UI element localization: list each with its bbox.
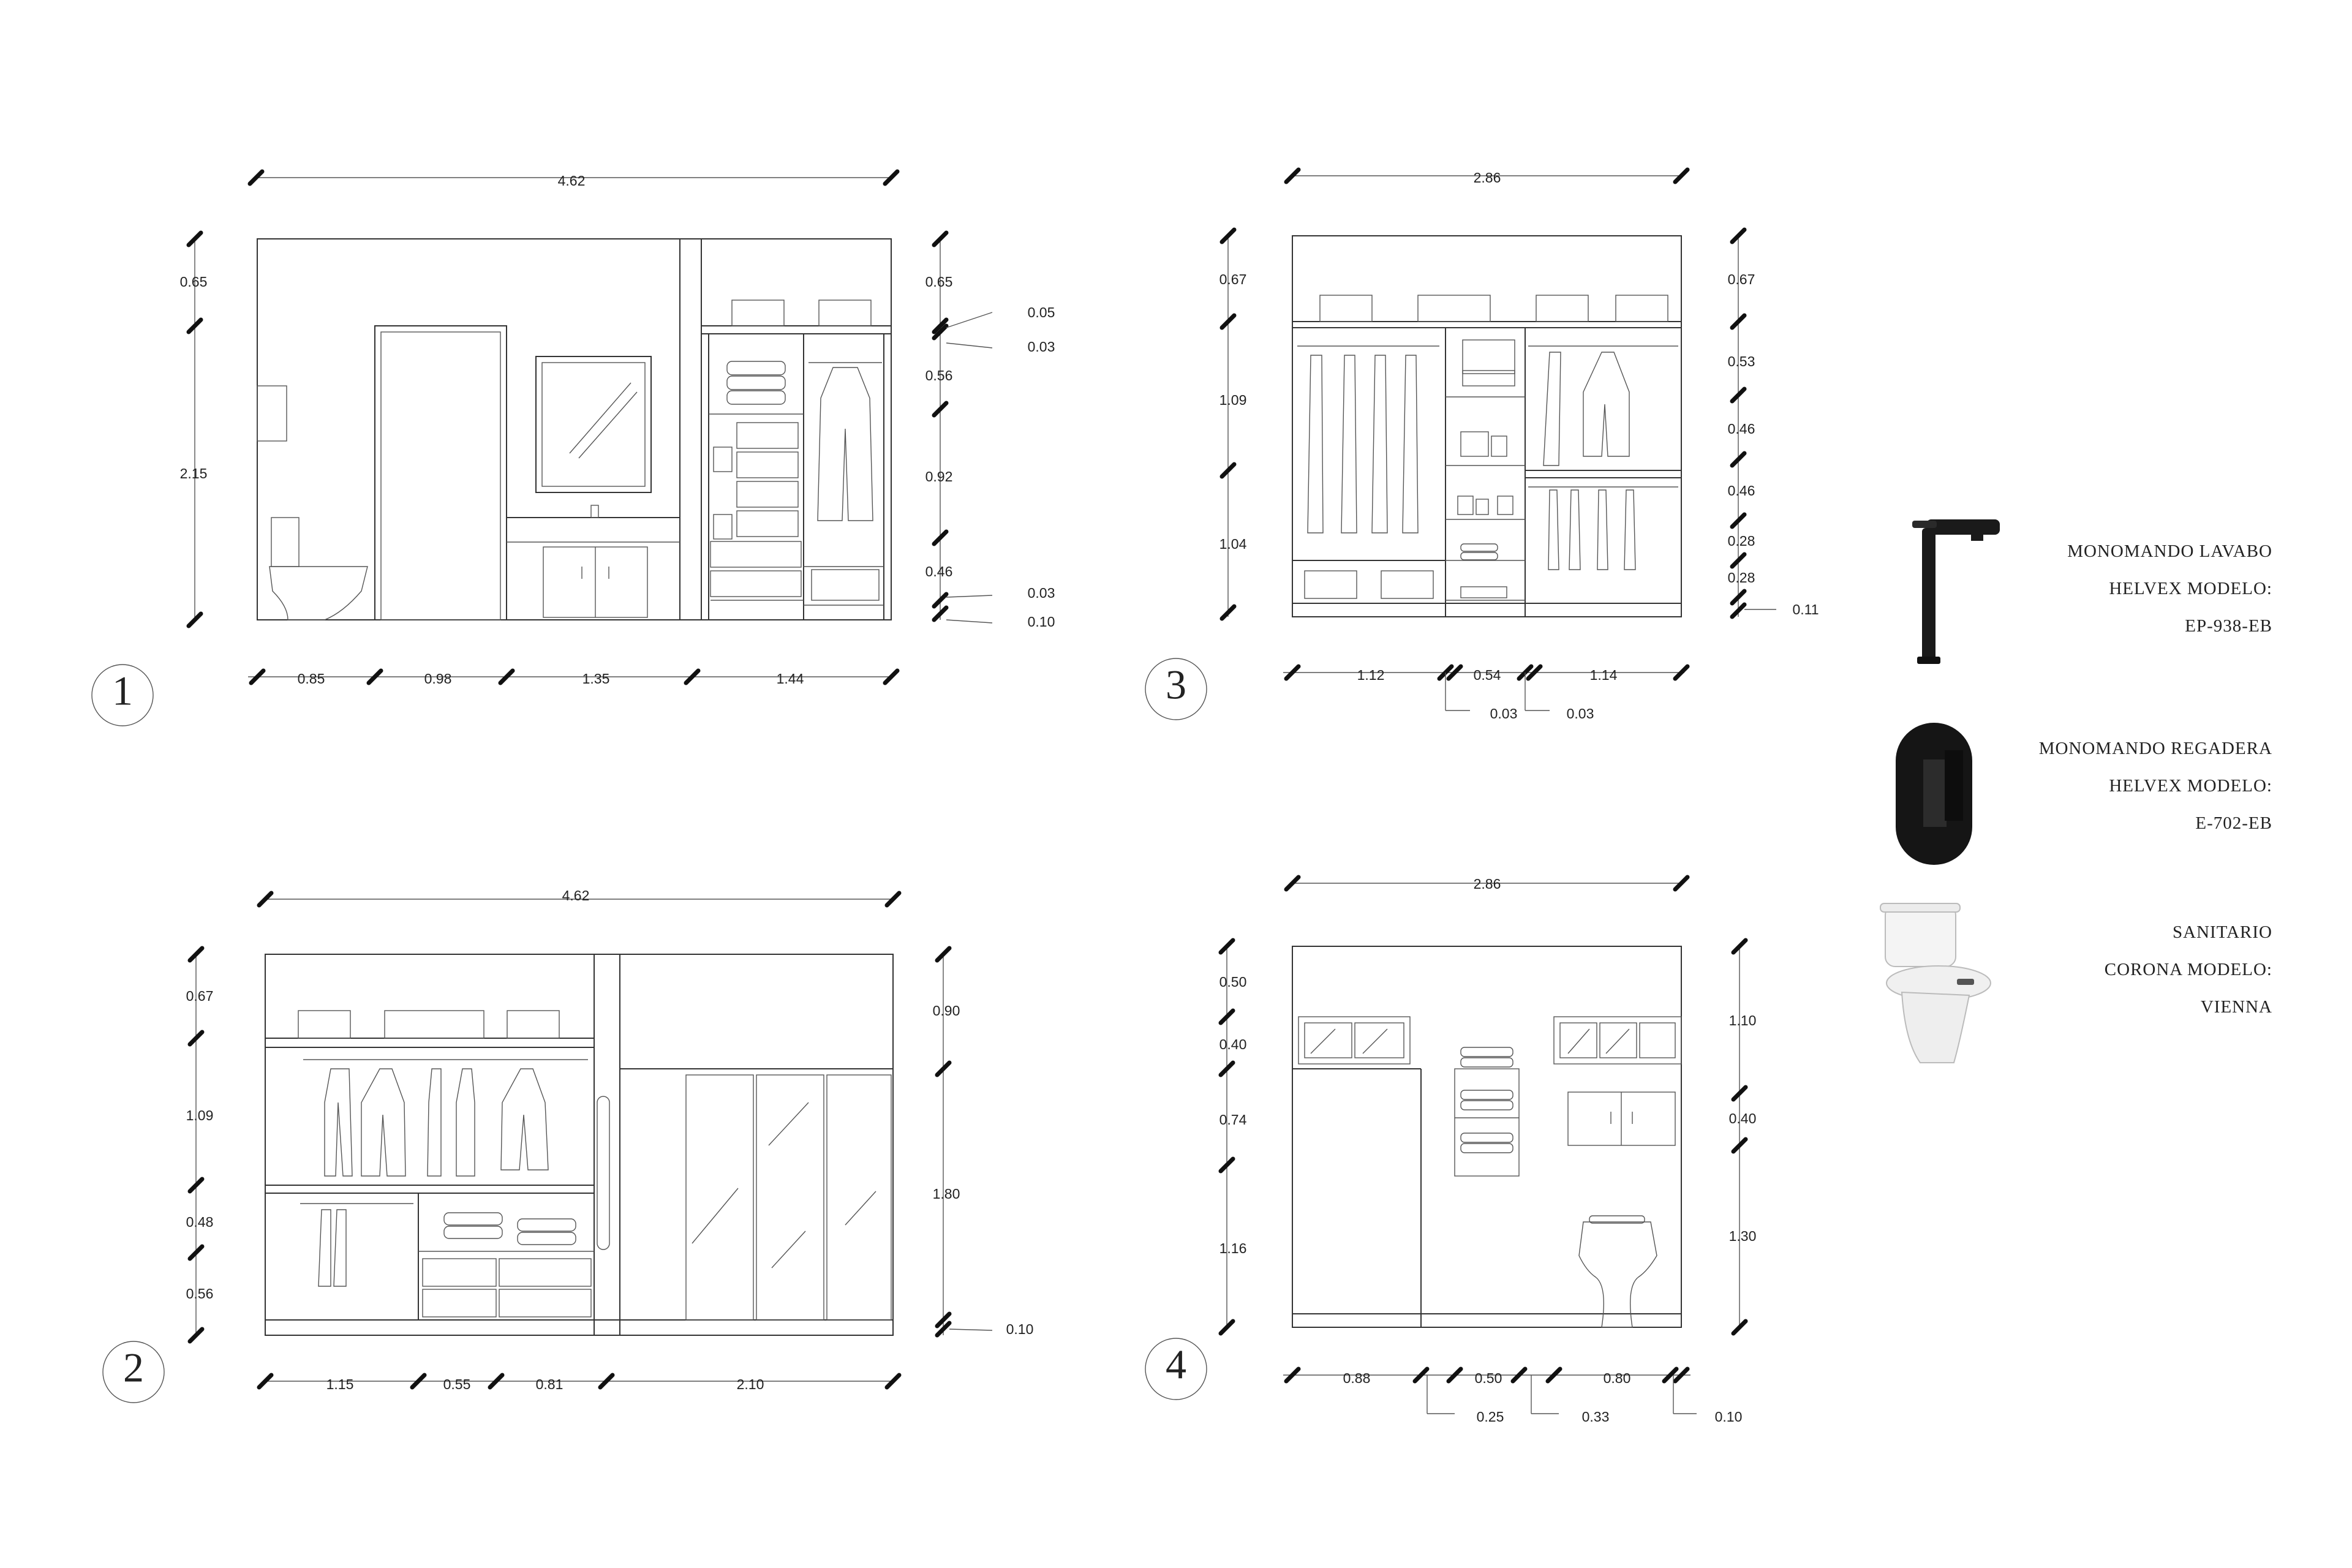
dim-left: 1.09	[1219, 392, 1247, 408]
product-line: MONOMANDO LAVABO	[2067, 541, 2272, 561]
dim-bottom: 0.98	[424, 671, 452, 687]
product-faucet-text: MONOMANDO LAVABO HELVEX MODELO: EP-938-E…	[1960, 533, 2272, 645]
product-line: VIENNA	[2200, 997, 2272, 1017]
dim-bottom: 0.03	[1567, 706, 1594, 722]
product-line: HELVEX MODELO:	[2109, 579, 2272, 598]
dim-right: 0.10	[1028, 614, 1055, 630]
dim-bottom: 0.50	[1475, 1370, 1502, 1386]
dim-right: 0.03	[1028, 585, 1055, 601]
dim-right: 0.46	[925, 564, 953, 579]
product-line: EP-938-EB	[2185, 616, 2272, 636]
dim-right: 0.46	[1728, 421, 1755, 437]
dim-bottom: 1.15	[326, 1376, 354, 1392]
dim-left: 0.50	[1219, 974, 1247, 990]
dim-bottom: 0.33	[1582, 1409, 1610, 1425]
shower-valve-icon	[1896, 723, 1972, 865]
dim-bottom: 1.35	[582, 671, 610, 687]
product-toilet-text: SANITARIO CORONA MODELO: VIENNA	[1960, 914, 2272, 1026]
dim-right: 0.11	[1792, 601, 1819, 617]
dim-left: 0.48	[186, 1214, 214, 1230]
dim-left: 2.15	[180, 466, 208, 481]
dim-right: 0.40	[1729, 1110, 1757, 1126]
dim-right: 1.30	[1729, 1228, 1757, 1244]
dim-left: 0.74	[1219, 1112, 1247, 1128]
product-line: HELVEX MODELO:	[2109, 776, 2272, 796]
dim-bottom: 0.55	[443, 1376, 471, 1392]
elevation-number: 2	[123, 1344, 144, 1391]
dim-bottom: 1.12	[1357, 667, 1385, 683]
dim-right: 0.67	[1728, 271, 1755, 287]
dim-right: 1.80	[933, 1186, 960, 1202]
dim-bottom: 0.03	[1490, 706, 1518, 722]
dim-left: 0.56	[186, 1286, 214, 1302]
dim-bottom: 2.10	[737, 1376, 764, 1392]
elevation-3: 3 2.86 1.12 0.54 1.14 0.03 0.03 0.67 1.0…	[1145, 167, 1819, 722]
elevation-1: 1 4.62 0.85 0.98 1.35 1.44 0.65 2.15 0.6…	[91, 169, 1055, 726]
dim-left: 1.04	[1219, 536, 1247, 552]
dim-right: 1.10	[1729, 1012, 1757, 1028]
dim-left: 0.40	[1219, 1036, 1247, 1052]
product-line: E-702-EB	[2195, 813, 2272, 833]
dim-bottom: 1.44	[777, 671, 804, 687]
dim-right: 0.03	[1028, 339, 1055, 355]
dim-right: 0.65	[925, 274, 953, 290]
elevation-4: 4 2.86 0.88 0.50 0.80 0.25 0.33 0.10 0.5…	[1145, 875, 1757, 1425]
dim-bottom: 1.14	[1590, 667, 1618, 683]
elevation-number: 4	[1166, 1341, 1186, 1388]
dim-bottom: 0.10	[1715, 1409, 1743, 1425]
dim-bottom: 0.85	[298, 671, 325, 687]
dim-bottom: 0.88	[1343, 1370, 1371, 1386]
dim-right: 0.28	[1728, 570, 1755, 586]
product-line: CORONA MODELO:	[2104, 960, 2272, 979]
dim-top: 4.62	[558, 173, 586, 189]
dim-right: 0.10	[1006, 1321, 1034, 1337]
dim-right: 0.53	[1728, 353, 1755, 369]
dim-left: 0.67	[186, 988, 214, 1004]
dim-bottom: 0.54	[1474, 667, 1501, 683]
dim-right: 0.92	[925, 469, 953, 484]
product-line: SANITARIO	[2173, 922, 2272, 942]
product-shower-valve-text: MONOMANDO REGADERA HELVEX MODELO: E-702-…	[1960, 730, 2272, 842]
dim-right: 0.46	[1728, 483, 1755, 499]
dim-right: 0.05	[1028, 304, 1055, 320]
elevation-number: 1	[112, 668, 133, 714]
elevation-2: 2 4.62 1.15 0.55 0.81 2.10 0.67 1.09 0.4…	[102, 888, 1034, 1403]
dim-left: 1.09	[186, 1107, 214, 1123]
dim-left: 1.16	[1219, 1240, 1247, 1256]
dim-top: 4.62	[562, 888, 590, 903]
dim-left: 0.65	[180, 274, 208, 290]
dim-top: 2.86	[1474, 876, 1501, 892]
dim-bottom: 0.81	[536, 1376, 564, 1392]
product-line: MONOMANDO REGADERA	[2038, 739, 2272, 758]
dim-bottom: 0.25	[1477, 1409, 1504, 1425]
dim-right: 0.28	[1728, 533, 1755, 549]
dim-top: 2.86	[1474, 170, 1501, 186]
toilet-icon	[1880, 903, 1991, 1063]
dim-right: 0.56	[925, 368, 953, 383]
dim-right: 0.90	[933, 1003, 960, 1019]
faucet-icon	[1912, 519, 2000, 664]
elevation-number: 3	[1166, 662, 1186, 708]
dim-left: 0.67	[1219, 271, 1247, 287]
dim-bottom: 0.80	[1604, 1370, 1631, 1386]
